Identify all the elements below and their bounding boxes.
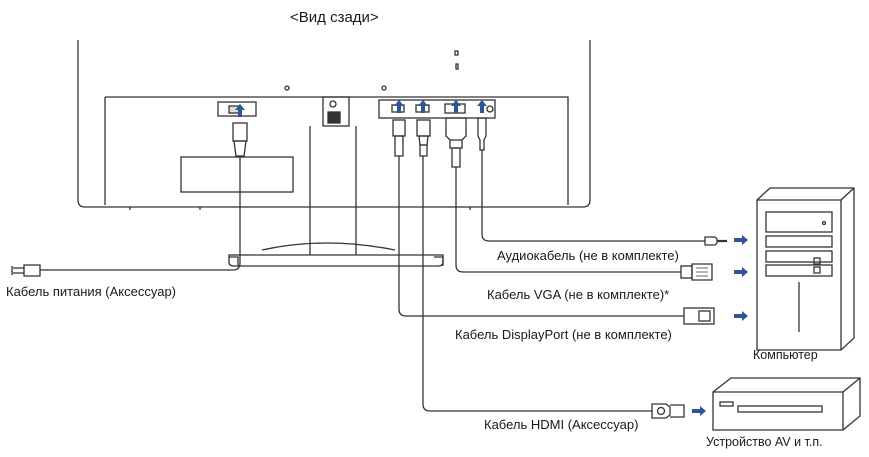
- arrow-up-icon: [394, 100, 404, 113]
- hdmi-cable-label: Кабель HDMI (Аксессуар): [484, 417, 639, 432]
- arrow-right-icon: [734, 267, 748, 277]
- vga-cable: [445, 117, 713, 281]
- diagram-title: <Вид сзади>: [290, 9, 379, 26]
- av-device-icon: [712, 377, 861, 431]
- monitor-stand: [228, 126, 444, 267]
- arrow-right-icon: [734, 311, 748, 321]
- arrow-up-icon: [235, 104, 245, 117]
- arrow-right-icon: [734, 235, 748, 245]
- audio-cable: [477, 117, 727, 246]
- arrow-up-icon: [451, 100, 461, 113]
- computer-label: Компьютер: [753, 348, 818, 362]
- power-cable-label: Кабель питания (Аксессуар): [6, 284, 177, 299]
- arrow-up-icon: [418, 100, 428, 113]
- vga-cable-label: Кабель VGA (не в комплекте)*: [487, 287, 670, 302]
- arrow-right-icon: [692, 406, 706, 416]
- hdmi-cable: [416, 119, 685, 419]
- computer-tower-icon: [756, 187, 855, 351]
- displayport-cable-label: Кабель DisplayPort (не в комплекте): [455, 327, 672, 342]
- stand-hinge: [322, 96, 350, 127]
- av-device-label: Устройство AV и т.п.: [706, 435, 823, 449]
- signal-port-panel: [378, 99, 496, 119]
- device-arrows: [692, 235, 748, 416]
- power-cable: [11, 122, 248, 277]
- displayport-cable: [392, 119, 715, 325]
- audio-cable-label: Аудиокабель (не в комплекте): [497, 248, 679, 263]
- arrow-up-icon: [477, 100, 487, 113]
- monitor-back: [77, 40, 591, 210]
- port-arrows: [235, 100, 487, 117]
